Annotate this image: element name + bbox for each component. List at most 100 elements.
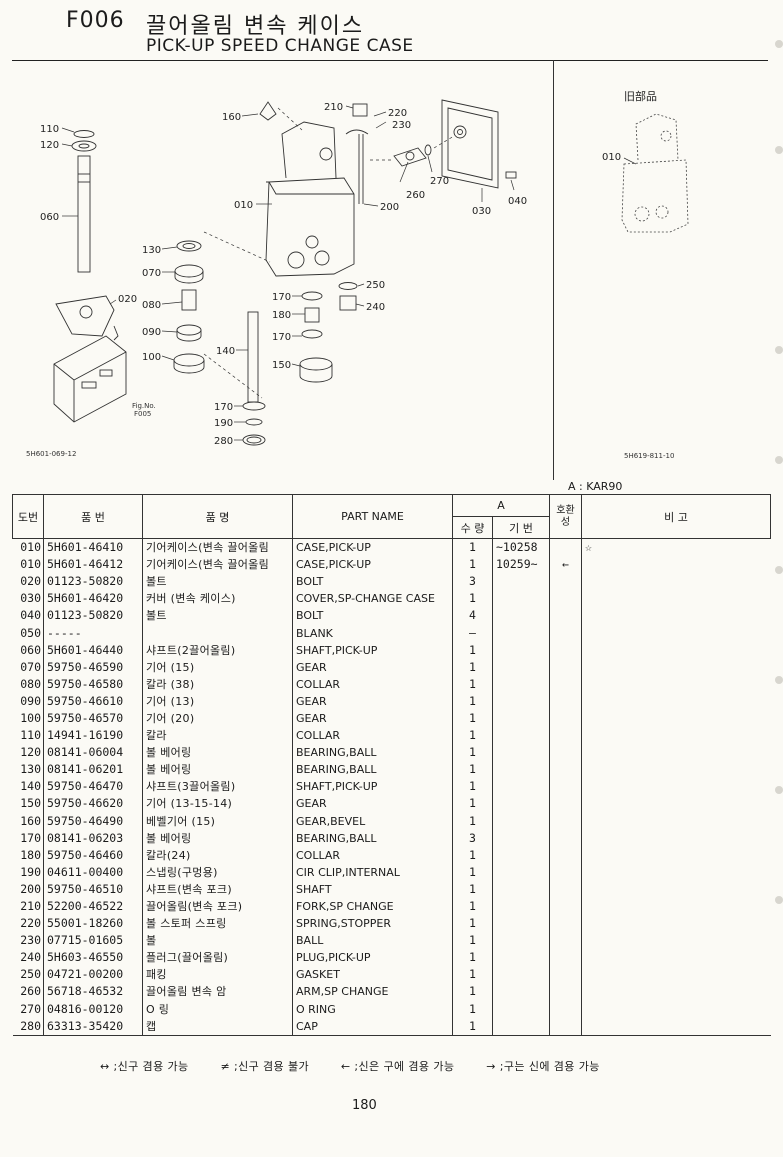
row-quantity: 1 bbox=[452, 641, 493, 659]
row-compat bbox=[549, 778, 582, 796]
col-header-part-name: PART NAME bbox=[292, 494, 453, 539]
row-serial bbox=[492, 846, 550, 864]
row-part-name: BLANK bbox=[292, 624, 453, 642]
row-quantity: 1 bbox=[452, 658, 493, 676]
row-compat bbox=[549, 949, 582, 967]
old-part-label: 010 bbox=[602, 152, 621, 163]
callout-label: 010 bbox=[234, 200, 253, 211]
row-name-korean: 베벨기어 (15) bbox=[142, 812, 293, 830]
row-compat bbox=[549, 709, 582, 728]
row-serial bbox=[492, 641, 550, 659]
row-quantity: 1 bbox=[452, 744, 493, 762]
callout-label: 140 bbox=[216, 346, 235, 357]
row-quantity: 1 bbox=[452, 863, 493, 881]
row-serial bbox=[492, 778, 550, 796]
row-part-number: 5H601-46440 bbox=[43, 641, 143, 659]
row-part-number: 52200-46522 bbox=[43, 897, 143, 916]
row-name-korean: 볼 베어링 bbox=[142, 761, 293, 779]
col-header-no: 도번 bbox=[12, 494, 44, 539]
row-item-number: 140 bbox=[12, 778, 44, 796]
row-compat bbox=[549, 641, 582, 659]
row-quantity: 3 bbox=[452, 573, 493, 591]
row-part-name: CASE,PICK-UP bbox=[292, 556, 453, 574]
row-part-number: 56718-46532 bbox=[43, 983, 143, 1001]
row-part-name: GEAR bbox=[292, 692, 453, 710]
row-part-name: GEAR bbox=[292, 709, 453, 728]
callout-label: 170 bbox=[272, 292, 291, 303]
row-item-number: 150 bbox=[12, 795, 44, 813]
row-name-korean: 볼트 bbox=[142, 573, 293, 591]
row-part-name: GEAR,BEVEL bbox=[292, 812, 453, 830]
row-compat bbox=[549, 590, 582, 608]
legend-item: → ;구는 신에 겸용 가능 bbox=[486, 1060, 600, 1073]
row-serial bbox=[492, 761, 550, 779]
row-remarks bbox=[582, 624, 771, 641]
row-quantity: 1 bbox=[452, 897, 493, 916]
row-compat bbox=[549, 966, 582, 984]
row-part-number: 07715-01605 bbox=[43, 932, 143, 950]
row-compat bbox=[549, 675, 582, 693]
row-compat bbox=[549, 932, 582, 950]
row-serial bbox=[492, 727, 550, 745]
row-remarks bbox=[582, 727, 771, 744]
callout-label: 210 bbox=[324, 102, 343, 113]
row-part-name: GEAR bbox=[292, 658, 453, 676]
row-remarks bbox=[582, 932, 771, 949]
row-item-number: 010 bbox=[12, 538, 44, 557]
row-remarks bbox=[582, 1001, 771, 1018]
row-part-name: SHAFT,PICK-UP bbox=[292, 778, 453, 796]
row-compat bbox=[549, 658, 582, 676]
row-remarks bbox=[582, 949, 771, 966]
exploded-parts-diagram: 1101200600201300700800901001600102102202… bbox=[26, 99, 527, 458]
row-part-number: 59750-46580 bbox=[43, 675, 143, 693]
row-compat bbox=[549, 795, 582, 813]
row-remarks bbox=[582, 676, 771, 693]
row-part-name: CIR CLIP,INTERNAL bbox=[292, 863, 453, 881]
row-compat bbox=[549, 897, 582, 916]
row-part-number: 59750-46490 bbox=[43, 812, 143, 830]
row-item-number: 280 bbox=[12, 1017, 44, 1036]
callout-label: 240 bbox=[366, 302, 385, 313]
col-header-compat: 호환성 bbox=[549, 494, 582, 539]
row-part-name: BEARING,BALL bbox=[292, 829, 453, 847]
row-remarks bbox=[582, 573, 771, 590]
row-quantity: 1 bbox=[452, 795, 493, 813]
row-item-number: 130 bbox=[12, 761, 44, 779]
row-compat bbox=[549, 692, 582, 710]
row-remarks bbox=[582, 881, 771, 898]
row-compat bbox=[549, 983, 582, 1001]
legend-item: ← ;신은 구에 겸용 가능 bbox=[340, 1060, 455, 1073]
row-item-number: 180 bbox=[12, 846, 44, 864]
figure-divider bbox=[553, 60, 554, 480]
row-part-number: 59750-46510 bbox=[43, 880, 143, 898]
row-part-number: 08141-06203 bbox=[43, 829, 143, 847]
row-name-korean: 칼라 (38) bbox=[142, 675, 293, 693]
row-name-korean: 기어케이스(변속 끌어올림 bbox=[142, 538, 293, 557]
row-part-name: COLLAR bbox=[292, 846, 453, 864]
row-serial bbox=[492, 675, 550, 693]
row-part-name: GASKET bbox=[292, 966, 453, 984]
row-name-korean: 기어 (20) bbox=[142, 709, 293, 728]
row-serial bbox=[492, 709, 550, 728]
callout-label: 200 bbox=[380, 202, 399, 213]
row-part-number: 59750-46460 bbox=[43, 846, 143, 864]
row-quantity: 1 bbox=[452, 932, 493, 950]
row-remarks bbox=[582, 864, 771, 881]
row-compat bbox=[549, 1017, 582, 1036]
row-compat bbox=[549, 846, 582, 864]
row-item-number: 020 bbox=[12, 573, 44, 591]
row-item-number: 100 bbox=[12, 709, 44, 728]
row-serial bbox=[492, 829, 550, 847]
compatibility-legend: ↔ ;신구 겸용 가능 ≠ ;신구 겸용 불가 ← ;신은 구에 겸용 가능 →… bbox=[100, 1058, 628, 1074]
row-serial bbox=[492, 692, 550, 710]
row-compat bbox=[549, 829, 582, 847]
